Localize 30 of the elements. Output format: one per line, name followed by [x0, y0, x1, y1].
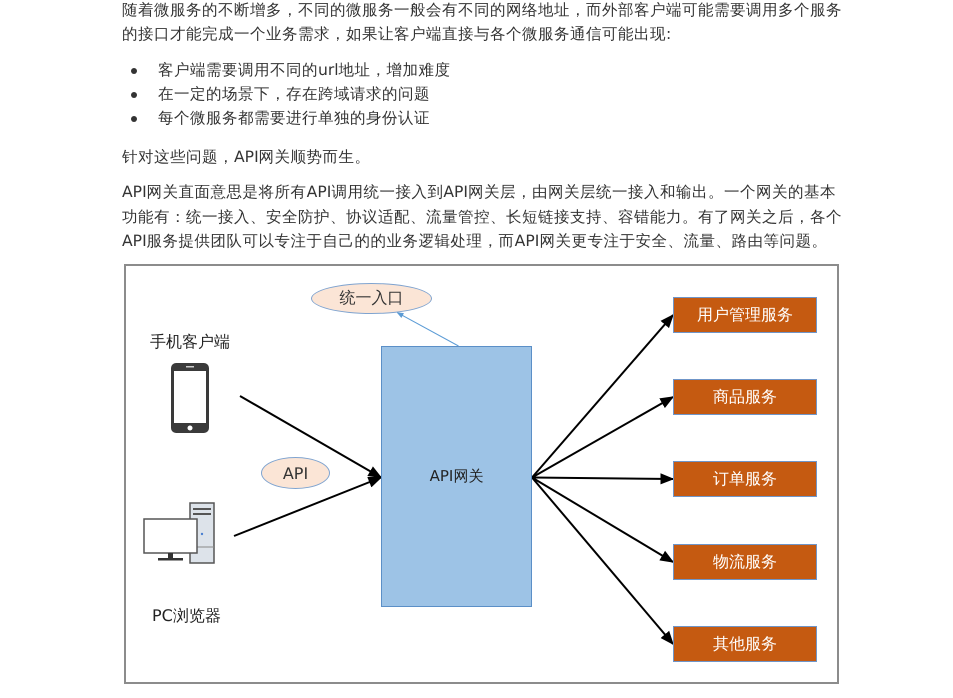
arrow [240, 395, 382, 478]
paragraph: 随着微服务的不断增多，不同的微服务一般会有不同的网络地址，而外部客户端可能需要调用多个服务的接口才能完成一个业务需求，如果让客户端直接与各个微服务通信可能出现: [122, 0, 843, 44]
arrow [396, 312, 459, 346]
node-label: 其他服务 [713, 634, 777, 654]
bullet-item: 每个微服务都需要进行单独的身份认证 [158, 108, 430, 129]
arrow [531, 476, 674, 646]
node-label: 订单服务 [713, 468, 777, 490]
node-label: API [282, 464, 308, 482]
arrow [531, 314, 674, 478]
bullet-item: 客户端需要调用不同的url地址，增加难度 [158, 60, 451, 81]
node-label: 用户管理服务 [697, 304, 793, 326]
service-box [673, 379, 817, 415]
paragraph: API网关直面意思是将所有API调用统一接入到API网关层，由网关层统一接入和输出。一个网关的基本功能有：统一接入、安全防护、协议适配、流量管控、长短链接支持、容错能力。有了网关之后，各个API服务提供团队可以专注于自己的的业务逻辑处理，而API网关更专注于安全、流量、路由等问题。 [122, 182, 843, 252]
node-label: 手机客户端 [150, 331, 230, 353]
paragraph: 针对这些问题，API网关顺势而生。 [122, 147, 372, 168]
node-label: API网关 [430, 467, 484, 486]
service-box [673, 544, 817, 580]
arrow [234, 476, 382, 537]
service-box [673, 297, 817, 333]
node-label: PC浏览器 [152, 605, 221, 627]
arrow [532, 473, 674, 484]
node-label: 物流服务 [713, 552, 777, 572]
gateway-box [381, 346, 532, 607]
bullet-item: 在一定的场景下，存在跨域请求的问题 [158, 84, 430, 105]
node-label: 商品服务 [713, 386, 777, 408]
arrow [532, 396, 674, 478]
service-box [673, 626, 817, 662]
node-label: 统一入口 [340, 288, 404, 309]
arrow [531, 476, 674, 563]
service-box [673, 461, 817, 497]
